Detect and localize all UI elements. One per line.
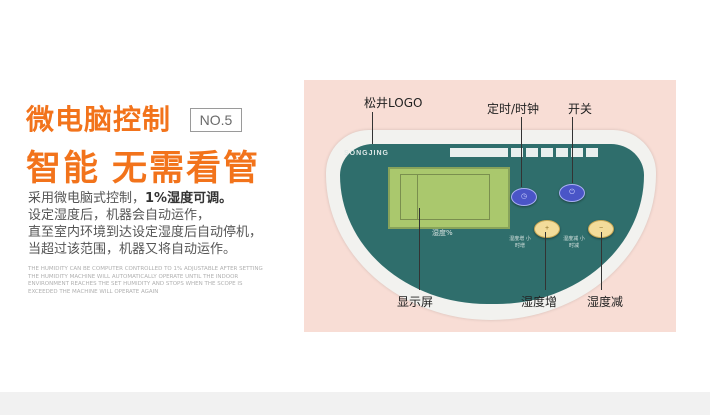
timer-button[interactable]: ◷ xyxy=(511,188,537,206)
callout-display-line xyxy=(419,208,420,290)
callout-timer: 定时/时钟 xyxy=(487,102,540,116)
description-line-1-b: 1%湿度可调。 xyxy=(145,191,233,206)
decorative-stripes xyxy=(450,148,610,157)
description-line-4: 当超过该范围，机器又将自动运作。 xyxy=(28,242,237,257)
callout-logo: 松井LOGO xyxy=(364,96,423,110)
humidity-up-button[interactable]: + xyxy=(534,220,560,238)
lcd-segment-frame xyxy=(400,174,490,220)
description: 采用微电脑式控制，1%湿度可调。 设定湿度后，机器会自动运作， 直至室内环境到达… xyxy=(28,190,262,258)
bottom-band xyxy=(0,392,710,415)
fine-print: THE HUMIDITY CAN BE COMPUTER CONTROLLED … xyxy=(28,266,263,295)
product-photo: SONGJING 湿度% ◷ ⏻ + − 湿度增 小时增 湿度减 小时减 xyxy=(304,80,676,332)
subheadline-part-b: 无需看管 xyxy=(112,149,261,189)
subheadline-part-a: 智能 xyxy=(26,149,101,189)
callout-logo-line xyxy=(372,112,373,144)
subheadline: 智能无需看管 xyxy=(26,140,260,191)
lcd-label: 湿度% xyxy=(432,229,453,237)
lcd-display xyxy=(388,167,510,229)
description-line-3: 直至室内环境到达设定湿度后自动停机， xyxy=(28,225,263,240)
callout-humidity-up: 湿度增 xyxy=(521,295,558,309)
headline: 微电脑控制 xyxy=(26,103,172,136)
power-button[interactable]: ⏻ xyxy=(559,184,585,202)
feature-number-badge: NO.5 xyxy=(190,108,242,132)
humidity-down-label: 湿度减 小时减 xyxy=(563,236,585,249)
description-line-1: 采用微电脑式控制，1%湿度可调。 xyxy=(28,190,262,207)
callout-power: 开关 xyxy=(568,102,593,116)
description-line-2: 设定湿度后，机器会自动运作， xyxy=(28,208,211,223)
callout-display: 显示屏 xyxy=(397,295,434,309)
description-line-1-a: 采用微电脑式控制， xyxy=(28,191,146,206)
callout-humidity-down-line xyxy=(601,232,602,290)
callout-timer-line xyxy=(521,117,522,187)
humidity-up-label: 湿度增 小时增 xyxy=(509,236,531,249)
callout-humidity-down: 湿度减 xyxy=(587,295,624,309)
brand-logo: SONGJING xyxy=(344,150,389,157)
callout-power-line xyxy=(572,117,573,183)
callout-humidity-up-line xyxy=(545,232,546,290)
